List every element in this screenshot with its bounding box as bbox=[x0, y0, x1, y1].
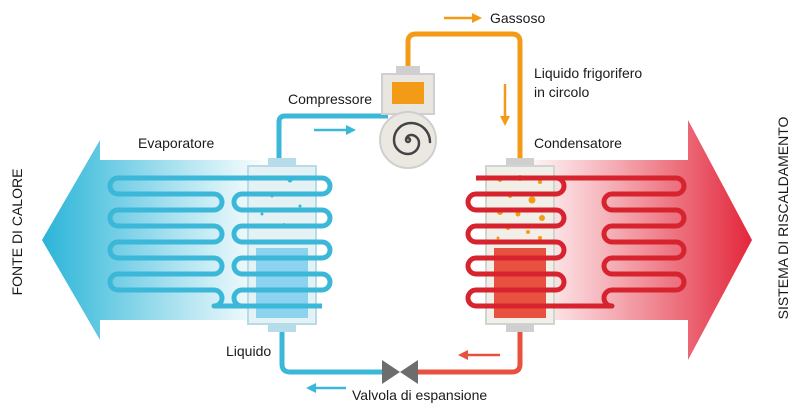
flow-arrow-hot-liquid bbox=[458, 350, 500, 360]
suction-pipe bbox=[276, 113, 388, 168]
liquid-line-hot bbox=[416, 318, 523, 375]
expansion-valve bbox=[382, 360, 418, 384]
label-gassoso: Gassoso bbox=[490, 10, 545, 26]
liquid-line-cold bbox=[279, 330, 384, 375]
flow-arrow-down bbox=[500, 84, 510, 126]
condenser-indoor-coil bbox=[550, 175, 687, 309]
flow-arrow-cold-liquid bbox=[306, 383, 346, 393]
label-compressore: Compressore bbox=[288, 91, 372, 107]
label-liquido-circolo-2: in circolo bbox=[534, 84, 589, 100]
flow-arrow-suction bbox=[314, 125, 356, 135]
compressor bbox=[379, 66, 437, 169]
label-evaporatore: Evaporatore bbox=[138, 135, 214, 151]
discharge-pipe bbox=[405, 31, 523, 168]
spiral-icon bbox=[392, 121, 432, 156]
flow-arrow-gas bbox=[444, 13, 482, 23]
evaporator-tank-coil bbox=[224, 175, 333, 309]
label-liquido: Liquido bbox=[226, 343, 271, 359]
label-liquido-circolo-1: Liquido frigorifero bbox=[534, 65, 642, 81]
evaporator-outdoor-coil bbox=[107, 175, 245, 309]
label-condensatore: Condensatore bbox=[534, 135, 622, 151]
label-sistema-di-riscaldamento: SISTEMA DI RISCALDAMENTO bbox=[775, 116, 791, 319]
label-valvola: Valvola di espansione bbox=[352, 387, 487, 403]
condenser-tank-coil bbox=[465, 175, 567, 309]
label-fonte-di-calore: FONTE DI CALORE bbox=[9, 169, 25, 296]
